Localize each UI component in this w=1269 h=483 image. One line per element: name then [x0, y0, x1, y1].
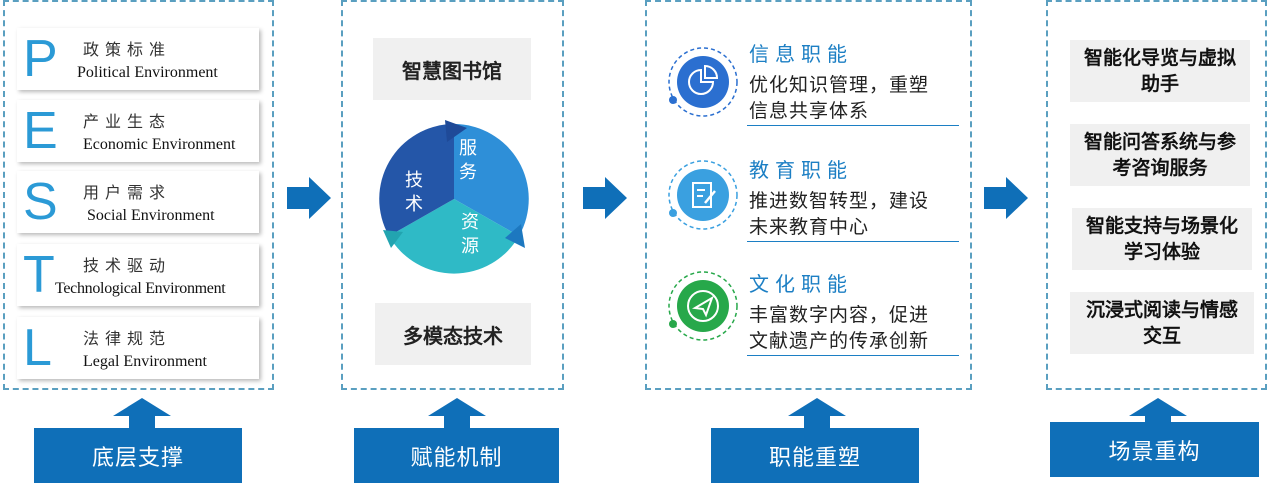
pest-cn-label: 政策标准 [83, 40, 172, 59]
function-desc-line: 未来教育中心 [749, 216, 870, 238]
up-arrow-icon [428, 398, 486, 430]
pest-cn-label: 技术驱动 [83, 256, 172, 275]
function-desc-line: 文献遗产的传承创新 [749, 330, 930, 352]
function-desc-line: 推进数智转型，建设 [749, 190, 930, 212]
scene-line: 考咨询服务 [1112, 157, 1208, 179]
paper-plane-icon [668, 271, 738, 341]
scene-line: 助手 [1140, 73, 1179, 95]
label-functions: 职能重塑 [711, 428, 919, 483]
panel-scenes: 智能化导览与虚拟助手 智能问答系统与参考咨询服务 智能支持与场景化学习体验 沉浸… [1046, 0, 1267, 390]
function-desc: 优化知识管理，重塑 信息共享体系 [749, 72, 929, 124]
scene-box: 沉浸式阅读与情感交互 [1070, 292, 1254, 354]
up-arrow-icon [113, 398, 171, 430]
pie-chart-icon [668, 47, 738, 117]
function-desc: 丰富数字内容，促进 文献遗产的传承创新 [749, 302, 929, 354]
label-foundation: 底层支撑 [34, 428, 242, 483]
pest-cn-label: 产业生态 [83, 112, 172, 131]
pest-item-legal: L 法律规范 Legal Environment [17, 317, 259, 379]
divider [747, 355, 959, 356]
function-desc-line: 优化知识管理，重塑 [749, 74, 930, 96]
label-mechanism: 赋能机制 [354, 428, 559, 483]
function-desc: 推进数智转型，建设 未来教育中心 [749, 188, 929, 240]
pest-letter: P [23, 30, 58, 88]
pest-en-label: Legal Environment [83, 353, 207, 370]
pest-item-economic: E 产业生态 Economic Environment [17, 100, 259, 162]
scene-line: 沉浸式阅读与情感 [1085, 299, 1238, 321]
scene-line: 学习体验 [1123, 241, 1200, 263]
function-desc-line: 信息共享体系 [749, 100, 870, 122]
cycle-label-service: 服务 [459, 138, 477, 183]
function-title-culture: 文化职能 [749, 272, 853, 296]
smart-library-box: 智慧图书馆 [373, 38, 531, 100]
scene-line: 智能化导览与虚拟 [1083, 47, 1236, 69]
cycle-label-resource: 资源 [461, 212, 479, 257]
function-title-education: 教育职能 [749, 158, 853, 182]
pest-letter: T [23, 246, 55, 304]
multimodal-tech-box: 多模态技术 [375, 303, 531, 365]
pest-cn-label: 用户需求 [83, 183, 172, 202]
pest-letter: S [23, 173, 58, 231]
pest-cn-label: 法律规范 [83, 329, 172, 348]
right-arrow-icon [287, 177, 331, 219]
pest-item-social: S 用户需求 Social Environment [17, 171, 259, 233]
scene-line: 交互 [1142, 325, 1181, 347]
panel-functions: 信息职能 优化知识管理，重塑 信息共享体系 教育职能 推进数智转型，建设 未来教… [645, 0, 972, 390]
scene-box: 智能支持与场景化学习体验 [1072, 208, 1252, 270]
scene-box: 智能问答系统与参考咨询服务 [1070, 124, 1250, 186]
pest-en-label: Technological Environment [55, 280, 226, 297]
up-arrow-icon [1129, 398, 1187, 430]
cycle-label-tech: 技术 [405, 170, 423, 215]
up-arrow-icon [788, 398, 846, 430]
label-scenes: 场景重构 [1050, 422, 1259, 477]
scene-line: 智能问答系统与参 [1083, 131, 1236, 153]
pest-letter: E [23, 102, 58, 160]
scene-line: 智能支持与场景化 [1085, 215, 1238, 237]
panel-mechanism: 智慧图书馆 技术 服务 资源 多模态技术 [341, 0, 564, 390]
pest-en-label: Economic Environment [83, 136, 236, 153]
right-arrow-icon [583, 177, 627, 219]
function-desc-line: 丰富数字内容，促进 [749, 304, 930, 326]
cycle-diagram: 技术 服务 资源 [379, 120, 529, 274]
function-title-info: 信息职能 [749, 42, 853, 66]
document-edit-icon [668, 160, 738, 230]
pest-item-political: P 政策标准 Political Environment [17, 28, 259, 90]
divider [747, 125, 959, 126]
pest-en-label: Social Environment [87, 207, 215, 224]
panel-foundation: P 政策标准 Political Environment E 产业生态 Econ… [3, 0, 274, 390]
pest-en-label: Political Environment [77, 64, 218, 81]
pest-letter: L [23, 319, 52, 377]
pest-item-technological: T 技术驱动 Technological Environment [17, 244, 259, 306]
divider [747, 241, 959, 242]
right-arrow-icon [984, 177, 1028, 219]
scene-box: 智能化导览与虚拟助手 [1070, 40, 1250, 102]
